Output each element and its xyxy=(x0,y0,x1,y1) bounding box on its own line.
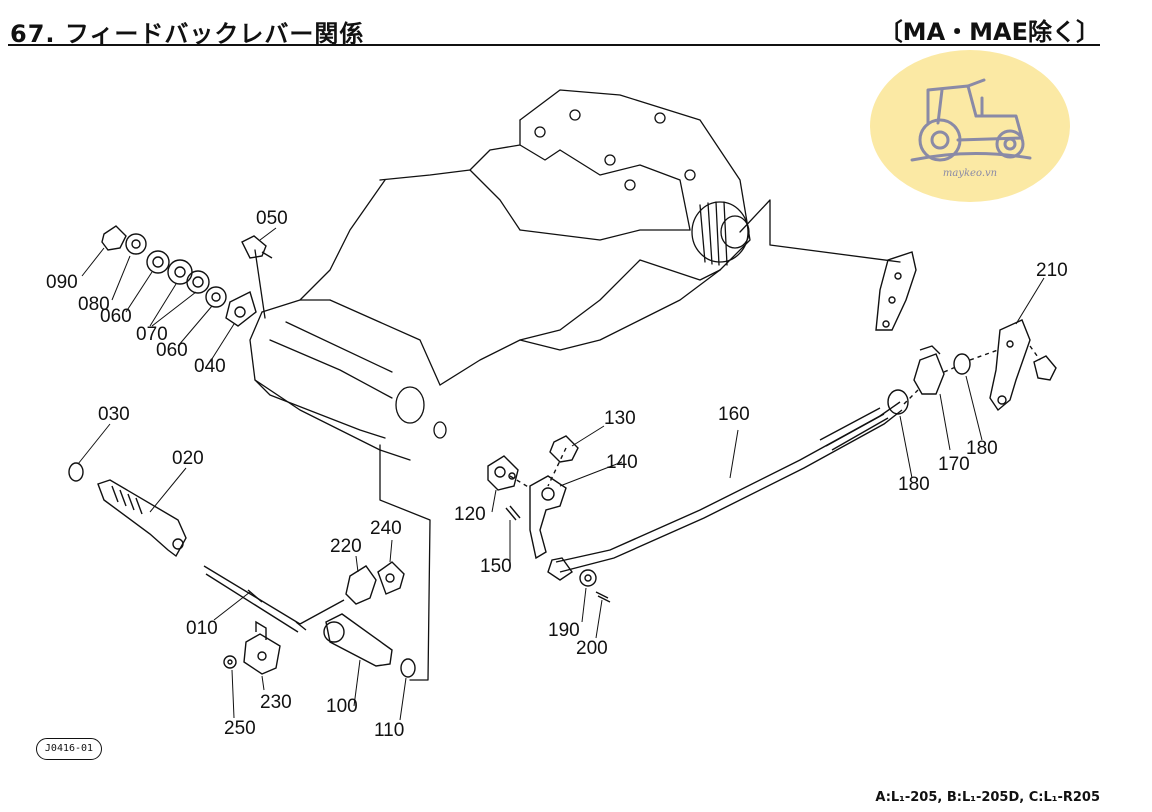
part-label-140: 140 xyxy=(606,452,638,473)
part-label-060: 060 xyxy=(100,306,132,327)
part-label-240: 240 xyxy=(370,518,402,539)
part-number-labels: 050 090 080 060 070 060 040 030 020 010 … xyxy=(46,208,1068,741)
drawing-code-badge: J0416-01 xyxy=(36,738,102,760)
page-header: 67. フィードバックレバー関係 〔MA・MAE除く〕 xyxy=(0,0,1152,50)
part-label-040: 040 xyxy=(194,356,226,377)
part-label-250: 250 xyxy=(224,718,256,739)
page-title: 67. フィードバックレバー関係 xyxy=(10,20,365,48)
tractor-icon xyxy=(910,78,1032,162)
part-label-120: 120 xyxy=(454,504,486,525)
part-label-060b: 060 xyxy=(156,340,188,361)
title-underline xyxy=(8,44,1100,46)
part-label-160: 160 xyxy=(718,404,750,425)
part-label-150: 150 xyxy=(480,556,512,577)
housing-drawing xyxy=(249,89,901,681)
part-label-080: 080 xyxy=(78,294,110,315)
part-label-220: 220 xyxy=(330,536,362,557)
part-label-110: 110 xyxy=(374,720,404,741)
model-applicability-note: A:L₁-205, B:L₁-205D, C:L₁-R205 xyxy=(875,790,1100,805)
model-exclusion-note: 〔MA・MAE除く〕 xyxy=(878,18,1100,46)
part-label-090: 090 xyxy=(46,272,78,293)
part-label-100: 100 xyxy=(326,696,358,717)
part-label-030: 030 xyxy=(98,404,130,425)
part-label-230: 230 xyxy=(260,692,292,713)
part-label-170: 170 xyxy=(938,454,970,475)
parts-drawing xyxy=(68,225,1057,678)
part-label-010: 010 xyxy=(186,618,218,639)
part-label-020: 020 xyxy=(172,448,204,469)
watermark-logo: maykeo.vn xyxy=(870,50,1070,202)
part-label-070: 070 xyxy=(136,324,168,345)
part-label-210: 210 xyxy=(1036,260,1068,281)
part-label-180b: 180 xyxy=(966,438,998,459)
part-label-130: 130 xyxy=(604,408,636,429)
callout-leaders xyxy=(77,227,1045,721)
part-label-180a: 180 xyxy=(898,474,930,495)
part-label-050: 050 xyxy=(256,208,288,229)
part-label-190: 190 xyxy=(548,620,580,641)
part-label-200: 200 xyxy=(576,638,608,659)
parts-diagram: 050 090 080 060 070 060 040 030 020 010 … xyxy=(46,89,1068,741)
logo-text: maykeo.vn xyxy=(942,168,998,179)
